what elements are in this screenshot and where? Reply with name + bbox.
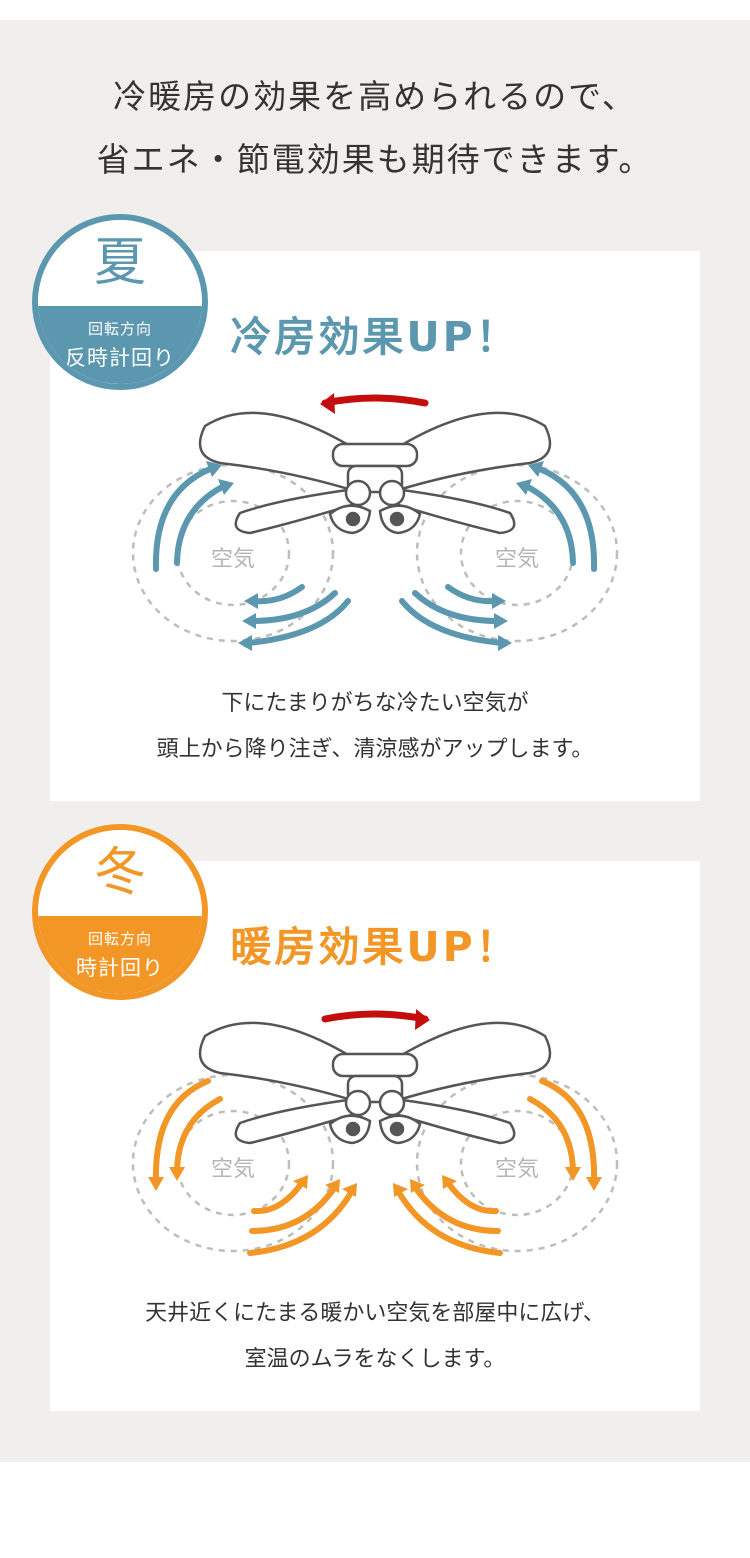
- airflow-arrowheads: [206, 461, 544, 651]
- headline-line-1: 冷暖房の効果を高められるので、: [113, 77, 637, 116]
- air-label-left: 空気: [211, 1157, 255, 1182]
- airflow-arrowheads: [148, 1167, 602, 1197]
- summer-rotation-info: 回転方向 反時計回り: [38, 306, 202, 384]
- summer-fan-diagram: 空気 空気: [131, 393, 619, 651]
- summer-rotation-direction: 反時計回り: [65, 346, 175, 370]
- winter-rotation-direction: 時計回り: [76, 956, 164, 980]
- ceiling-fan-icon: [198, 411, 552, 535]
- airflow-arrows: [152, 466, 598, 646]
- summer-title: 冷房効果UP！: [230, 313, 520, 361]
- winter-desc-line-2: 室温のムラをなくします。: [244, 1347, 506, 1372]
- counter-clockwise-arrow-icon: [320, 393, 429, 414]
- winter-rotation-label: 回転方向: [87, 930, 152, 948]
- winter-fan-diagram: 空気 空気: [131, 1009, 619, 1256]
- ceiling-fan-icon: [198, 1021, 552, 1145]
- air-label-right: 空気: [495, 547, 539, 572]
- winter-title: 暖房効果UP！: [230, 923, 520, 971]
- winter-season-label: 冬: [38, 830, 202, 916]
- airflow-arrows: [152, 1078, 598, 1256]
- air-label-left: 空気: [211, 547, 255, 572]
- summer-season-label: 夏: [38, 220, 202, 306]
- summer-rotation-label: 回転方向: [87, 320, 152, 338]
- headline-line-2: 省エネ・節電効果も期待できます。: [96, 140, 654, 179]
- summer-badge: 夏 回転方向 反時計回り: [32, 214, 208, 390]
- winter-rotation-info: 回転方向 時計回り: [38, 916, 202, 994]
- winter-badge: 冬 回転方向 時計回り: [32, 824, 208, 1000]
- air-label-right: 空気: [495, 1157, 539, 1182]
- clockwise-arrow-icon: [321, 1009, 430, 1030]
- air-circulation-dashes: [131, 1073, 619, 1253]
- summer-desc-line-1: 下にたまりがちな冷たい空気が: [221, 691, 529, 716]
- winter-description: 天井近くにたまる暖かい空気を部屋中に広げ、 室温のムラをなくします。: [50, 1291, 700, 1383]
- winter-desc-line-1: 天井近くにたまる暖かい空気を部屋中に広げ、: [145, 1301, 605, 1326]
- summer-description: 下にたまりがちな冷たい空気が 頭上から降り注ぎ、清涼感がアップします。: [50, 681, 700, 773]
- summer-desc-line-2: 頭上から降り注ぎ、清涼感がアップします。: [156, 737, 594, 762]
